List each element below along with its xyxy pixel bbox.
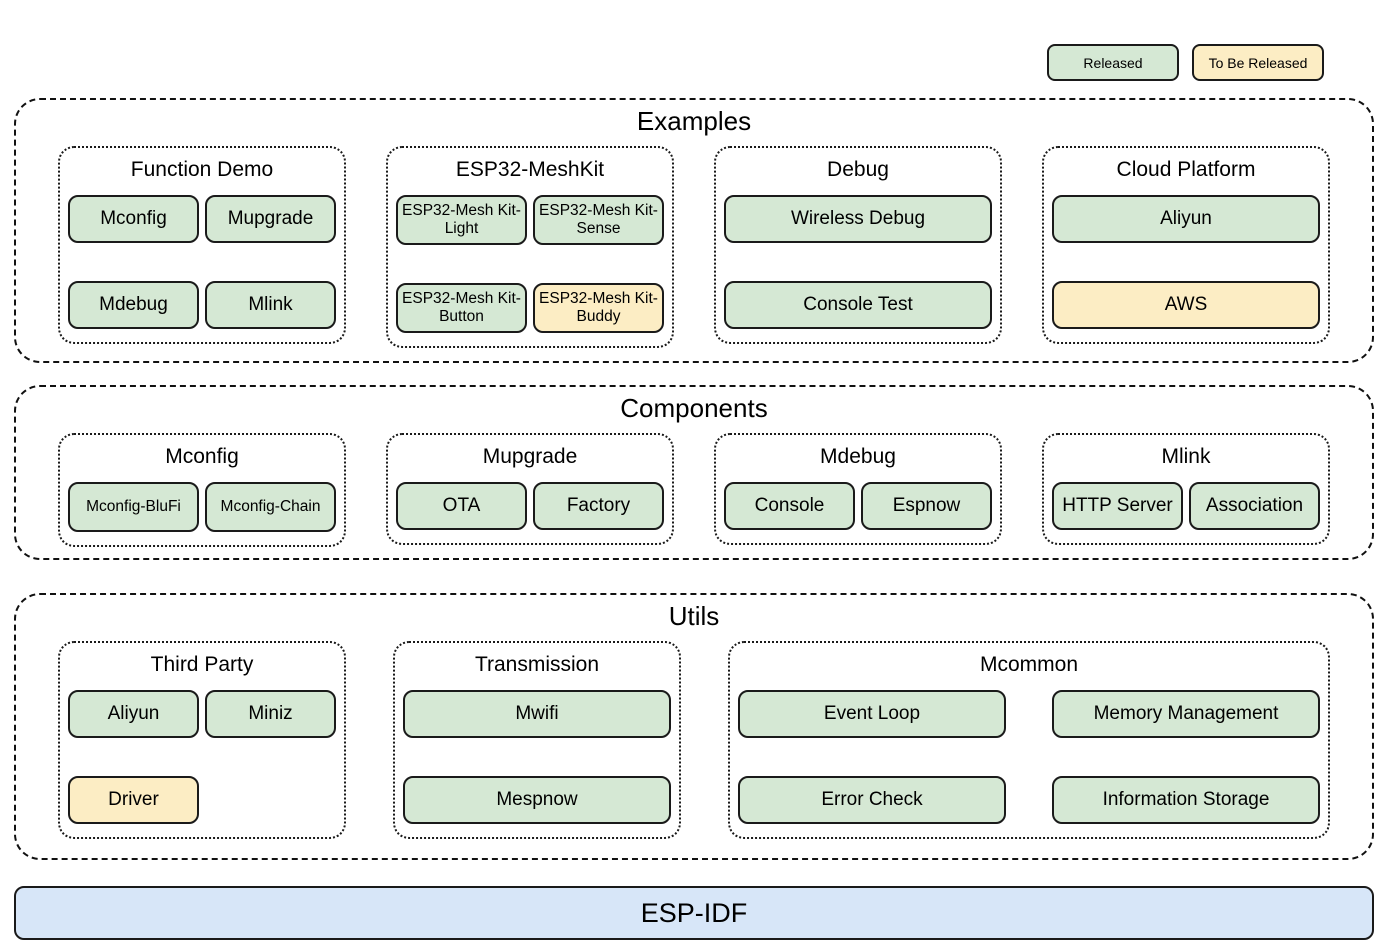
box-mconfig-chain: Mconfig-Chain bbox=[205, 482, 336, 533]
cloud-platform-grid: Aliyun AWS bbox=[1052, 195, 1320, 330]
box-information-storage: Information Storage bbox=[1052, 776, 1320, 825]
box-aws: AWS bbox=[1052, 281, 1320, 330]
group-mdebug: Mdebug Console Espnow bbox=[714, 432, 1002, 546]
mcommon-grid: Event Loop Memory Management Error Check… bbox=[738, 690, 1320, 825]
group-mconfig: Mconfig Mconfig-BluFi Mconfig-Chain bbox=[58, 432, 346, 548]
legend-released: Released bbox=[1047, 44, 1179, 81]
box-http-server: HTTP Server bbox=[1052, 482, 1183, 531]
esp-idf-bar: ESP-IDF bbox=[14, 886, 1374, 940]
box-error-check: Error Check bbox=[738, 776, 1006, 825]
box-aliyun-util: Aliyun bbox=[68, 690, 199, 739]
group-debug-title: Debug bbox=[827, 157, 889, 181]
group-mlink: Mlink HTTP Server Association bbox=[1042, 432, 1330, 546]
box-event-loop: Event Loop bbox=[738, 690, 1006, 739]
box-mconfig-example: Mconfig bbox=[68, 195, 199, 244]
group-mlink-title: Mlink bbox=[1161, 444, 1211, 468]
box-mconfig-blufi: Mconfig-BluFi bbox=[68, 482, 199, 533]
section-utils: Utils Third Party Aliyun Miniz Driver Tr… bbox=[14, 593, 1374, 860]
box-memory-management: Memory Management bbox=[1052, 690, 1320, 739]
group-mconfig-title: Mconfig bbox=[165, 444, 239, 468]
box-esp32-meshkit-button: ESP32-Mesh Kit-Button bbox=[396, 283, 527, 334]
examples-groups: Function Demo Mconfig Mupgrade Mdebug Ml… bbox=[16, 137, 1372, 349]
group-mupgrade: Mupgrade OTA Factory bbox=[386, 432, 674, 546]
legend: Released To Be Released bbox=[1047, 44, 1324, 81]
group-esp32-meshkit: ESP32-MeshKit ESP32-Mesh Kit-Light ESP32… bbox=[386, 145, 674, 349]
group-cloud-platform: Cloud Platform Aliyun AWS bbox=[1042, 145, 1330, 345]
group-third-party: Third Party Aliyun Miniz Driver bbox=[58, 640, 346, 840]
box-espnow: Espnow bbox=[861, 482, 992, 531]
box-driver: Driver bbox=[68, 776, 199, 825]
box-mdebug-example: Mdebug bbox=[68, 281, 199, 330]
group-transmission: Transmission Mwifi Mespnow bbox=[393, 640, 681, 840]
section-components: Components Mconfig Mconfig-BluFi Mconfig… bbox=[14, 385, 1374, 560]
section-examples-title: Examples bbox=[636, 106, 752, 136]
section-examples: Examples Function Demo Mconfig Mupgrade … bbox=[14, 98, 1374, 363]
group-mdebug-title: Mdebug bbox=[820, 444, 896, 468]
group-esp32-meshkit-title: ESP32-MeshKit bbox=[455, 157, 605, 181]
section-utils-title: Utils bbox=[668, 601, 720, 631]
legend-to-be-released: To Be Released bbox=[1192, 44, 1324, 81]
box-esp32-meshkit-buddy: ESP32-Mesh Kit-Buddy bbox=[533, 283, 664, 334]
components-groups: Mconfig Mconfig-BluFi Mconfig-Chain Mupg… bbox=[16, 424, 1372, 548]
box-mwifi: Mwifi bbox=[403, 690, 671, 739]
box-console: Console bbox=[724, 482, 855, 531]
function-demo-grid: Mconfig Mupgrade Mdebug Mlink bbox=[68, 195, 336, 330]
box-association: Association bbox=[1189, 482, 1320, 531]
mconfig-grid: Mconfig-BluFi Mconfig-Chain bbox=[68, 482, 336, 533]
group-third-party-title: Third Party bbox=[150, 652, 254, 676]
box-console-test: Console Test bbox=[724, 281, 992, 330]
box-esp32-meshkit-light: ESP32-Mesh Kit-Light bbox=[396, 195, 527, 246]
group-mcommon-title: Mcommon bbox=[979, 652, 1079, 676]
group-mupgrade-title: Mupgrade bbox=[482, 444, 578, 468]
group-cloud-platform-title: Cloud Platform bbox=[1116, 157, 1256, 181]
box-aliyun-cloud: Aliyun bbox=[1052, 195, 1320, 244]
box-mlink-example: Mlink bbox=[205, 281, 336, 330]
group-transmission-title: Transmission bbox=[474, 652, 600, 676]
mupgrade-grid: OTA Factory bbox=[396, 482, 664, 531]
debug-grid: Wireless Debug Console Test bbox=[724, 195, 992, 330]
utils-groups: Third Party Aliyun Miniz Driver Transmis… bbox=[16, 632, 1372, 840]
box-wireless-debug: Wireless Debug bbox=[724, 195, 992, 244]
box-ota: OTA bbox=[396, 482, 527, 531]
esp32-meshkit-grid: ESP32-Mesh Kit-Light ESP32-Mesh Kit-Sens… bbox=[396, 195, 664, 334]
mdebug-grid: Console Espnow bbox=[724, 482, 992, 531]
section-components-title: Components bbox=[620, 393, 768, 423]
group-mcommon: Mcommon Event Loop Memory Management Err… bbox=[728, 640, 1330, 840]
transmission-grid: Mwifi Mespnow bbox=[403, 690, 671, 825]
box-esp32-meshkit-sense: ESP32-Mesh Kit-Sense bbox=[533, 195, 664, 246]
box-miniz: Miniz bbox=[205, 690, 336, 739]
group-function-demo: Function Demo Mconfig Mupgrade Mdebug Ml… bbox=[58, 145, 346, 345]
group-function-demo-title: Function Demo bbox=[130, 157, 274, 181]
box-mespnow: Mespnow bbox=[403, 776, 671, 825]
mlink-grid: HTTP Server Association bbox=[1052, 482, 1320, 531]
box-mupgrade-example: Mupgrade bbox=[205, 195, 336, 244]
third-party-grid: Aliyun Miniz Driver bbox=[68, 690, 336, 825]
box-factory: Factory bbox=[533, 482, 664, 531]
group-debug: Debug Wireless Debug Console Test bbox=[714, 145, 1002, 345]
